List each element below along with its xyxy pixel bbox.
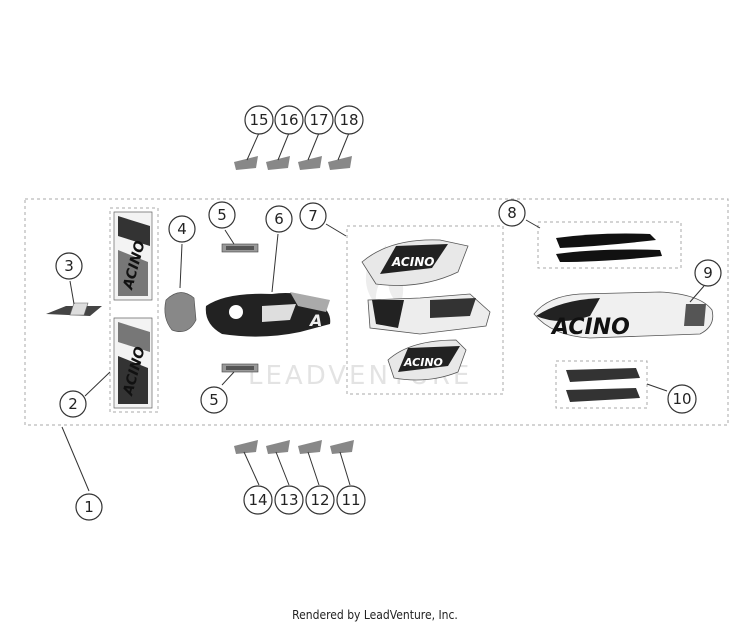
small-decals-bottom <box>234 440 354 454</box>
fork-guard-boundary <box>109 207 159 413</box>
shroud-decal-middle <box>367 293 491 335</box>
callout-4: 4 <box>168 215 196 243</box>
decal-kit-boundary <box>24 198 729 426</box>
callout-6: 6 <box>265 205 293 233</box>
svg-text:18: 18 <box>339 111 358 129</box>
tank-decal-logo: A <box>308 311 322 330</box>
shroud-decal-bottom-logo: ACINO <box>403 356 443 369</box>
svg-text:3: 3 <box>64 257 74 275</box>
svg-text:5: 5 <box>209 391 219 409</box>
callout-2: 2 <box>59 390 87 418</box>
fork-decal-upper: ACINO <box>113 211 153 301</box>
svg-text:9: 9 <box>703 264 713 282</box>
callout-7: 7 <box>299 202 327 230</box>
callout-1: 1 <box>75 493 103 521</box>
callout-11: 11 <box>336 485 366 515</box>
shroud-decal-top-logo: ACINO <box>391 255 434 269</box>
svg-text:10: 10 <box>672 390 691 408</box>
svg-text:7: 7 <box>308 207 318 225</box>
swingarm-boundary <box>537 221 682 269</box>
swingarm-decals <box>556 233 662 262</box>
svg-text:6: 6 <box>274 210 284 228</box>
leader-lines <box>61 132 705 492</box>
side-panel-decals <box>566 368 640 402</box>
callout-18: 18 <box>334 105 364 135</box>
callout-9: 9 <box>694 259 722 287</box>
callout-13: 13 <box>274 485 304 515</box>
svg-text:15: 15 <box>249 111 268 129</box>
shroud-set-boundary <box>346 225 504 395</box>
svg-text:16: 16 <box>279 111 298 129</box>
number-plate-decal <box>164 292 197 332</box>
shroud-decal-top: ACINO <box>361 239 469 286</box>
render-credit: Rendered by LeadVenture, Inc. <box>292 608 458 622</box>
callout-15: 15 <box>244 105 274 135</box>
callout-3: 3 <box>55 252 83 280</box>
svg-text:17: 17 <box>309 111 328 129</box>
callout-10: 10 <box>667 384 697 414</box>
warning-label-lower <box>221 363 259 373</box>
callout-8: 8 <box>498 199 526 227</box>
small-decals-top <box>234 156 352 170</box>
callout-5-upper: 5 <box>208 201 236 229</box>
radiator-decal-logo: ACINO <box>550 315 630 340</box>
fork-decal-lower: ACINO <box>113 317 153 409</box>
callout-14: 14 <box>243 485 273 515</box>
svg-text:4: 4 <box>177 220 187 238</box>
svg-text:12: 12 <box>310 491 329 509</box>
tank-seat-decal: A <box>205 292 331 337</box>
warning-label-upper <box>221 243 259 253</box>
svg-text:11: 11 <box>341 491 360 509</box>
svg-text:2: 2 <box>68 395 78 413</box>
callout-12: 12 <box>305 485 335 515</box>
svg-text:14: 14 <box>248 491 267 509</box>
shroud-decal-set: ACINO ACINO <box>361 239 491 381</box>
small-brand-decal <box>46 302 102 316</box>
fork-guard-decals: ACINO ACINO <box>113 211 153 409</box>
callout-17: 17 <box>304 105 334 135</box>
callout-16: 16 <box>274 105 304 135</box>
svg-text:1: 1 <box>84 498 94 516</box>
shroud-decal-bottom: ACINO <box>387 339 467 381</box>
svg-text:8: 8 <box>507 204 517 222</box>
svg-text:5: 5 <box>217 206 227 224</box>
callout-5-lower: 5 <box>200 386 228 414</box>
radiator-shroud-decal: ACINO <box>533 291 714 340</box>
svg-text:13: 13 <box>279 491 298 509</box>
